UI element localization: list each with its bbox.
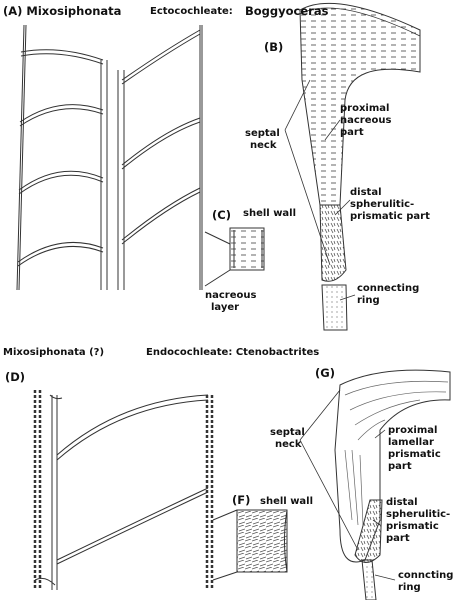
label-b-distal-1: distal bbox=[350, 187, 382, 198]
panel-f-drawing bbox=[212, 509, 288, 581]
label-b-ring-1: connecting bbox=[357, 283, 420, 294]
label-g-ring-1: conncting bbox=[398, 570, 454, 581]
label-g-ring-2: ring bbox=[398, 582, 421, 593]
title-mixosiphonata: (A) Mixosiphonata bbox=[3, 4, 122, 18]
panel-a-drawing bbox=[16, 24, 203, 291]
label-g-distal-3: prismatic bbox=[386, 521, 439, 532]
label-b-ring-2: ring bbox=[357, 295, 380, 306]
label-b-proximal-1: proximal bbox=[340, 103, 390, 114]
label-b-septal-2: neck bbox=[250, 140, 277, 151]
subtitle-ectocochleate: Ectocochleate: bbox=[150, 6, 233, 17]
label-panel-d: (D) bbox=[5, 370, 26, 384]
label-g-proximal-3: prismatic bbox=[388, 449, 441, 460]
panel-b-drawing bbox=[284, 2, 421, 331]
label-c-nacreous-1: nacreous bbox=[205, 290, 257, 301]
label-b-proximal-2: nacreous bbox=[340, 115, 392, 126]
label-b-septal-1: septal bbox=[245, 128, 280, 139]
label-c-nacreous-2: layer bbox=[211, 302, 240, 313]
label-g-distal-4: part bbox=[386, 533, 410, 544]
title-mixosiphonata-questionable: Mixosiphonata (?) bbox=[3, 347, 105, 358]
label-g-distal-2: spherulitic- bbox=[386, 509, 451, 520]
panel-g-drawing bbox=[299, 369, 451, 600]
label-panel-b: (B) bbox=[264, 40, 284, 54]
panel-d-drawing bbox=[33, 390, 214, 590]
label-g-proximal-4: part bbox=[388, 461, 412, 472]
label-b-distal-2: spherulitic- bbox=[350, 199, 415, 210]
label-g-septal-2: neck bbox=[275, 439, 302, 450]
label-panel-f: (F) bbox=[232, 493, 251, 507]
genus-boggyoceras: Boggyoceras bbox=[245, 4, 329, 18]
label-panel-c: (C) bbox=[212, 208, 231, 222]
label-c-shell-wall: shell wall bbox=[243, 208, 297, 219]
panel-c-drawing bbox=[204, 227, 265, 287]
label-b-proximal-3: part bbox=[340, 127, 364, 138]
label-panel-g: (G) bbox=[315, 366, 335, 380]
label-b-distal-3: prismatic part bbox=[350, 211, 430, 222]
subtitle-endocochleate: Endocochleate: Ctenobactrites bbox=[146, 347, 320, 358]
label-g-distal-1: distal bbox=[386, 497, 418, 508]
label-g-proximal-2: lamellar bbox=[388, 437, 434, 448]
label-f-shell-wall: shell wall bbox=[260, 496, 314, 507]
label-g-proximal-1: proximal bbox=[388, 425, 438, 436]
label-g-septal-1: septal bbox=[270, 427, 305, 438]
